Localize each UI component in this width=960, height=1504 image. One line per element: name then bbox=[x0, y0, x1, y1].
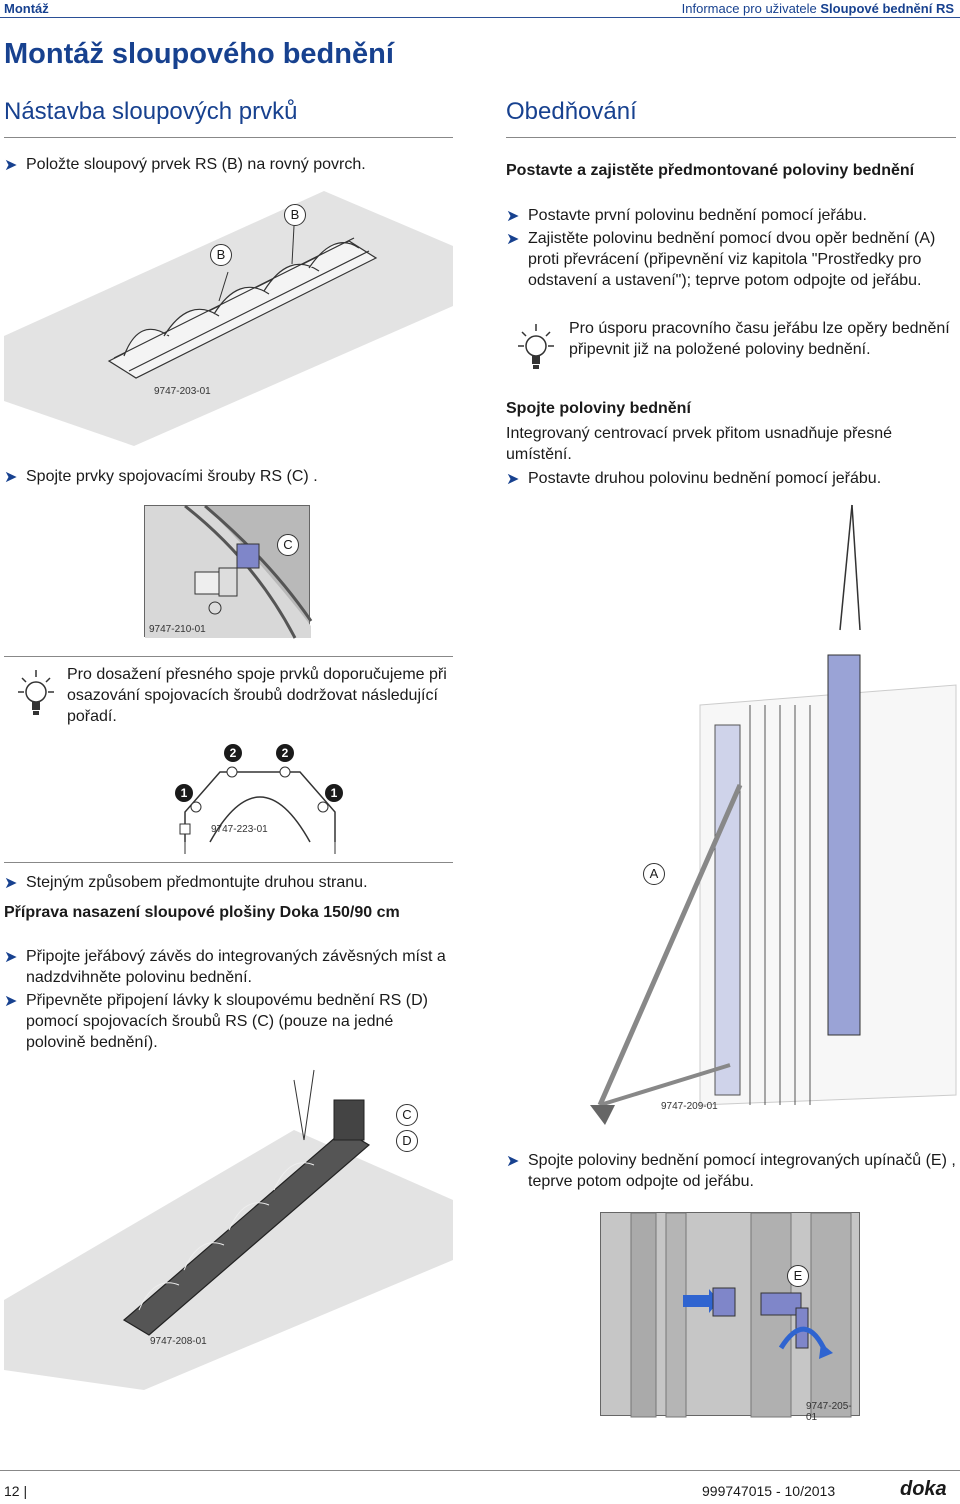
left-section-rule bbox=[4, 137, 453, 138]
right-section-title: Obedňování bbox=[506, 98, 637, 125]
right-step-2: ➤Zajistěte polovinu bednění pomocí dvou … bbox=[506, 230, 936, 289]
lifting-half-illustration bbox=[4, 1069, 453, 1390]
clamp-detail-illustration bbox=[630, 1212, 852, 1418]
order-badge-1-left: 1 bbox=[175, 784, 193, 802]
page-title: Montáž sloupového bednění bbox=[4, 38, 394, 70]
callout-c: C bbox=[277, 534, 299, 556]
order-badge-2-right: 2 bbox=[276, 744, 294, 762]
order-badge-2-left: 2 bbox=[224, 744, 242, 762]
right-step-1: ➤Postavte první polovinu bednění pomocí … bbox=[506, 207, 867, 225]
header-chapter: Montáž bbox=[4, 1, 49, 16]
right-tip-text: Pro úsporu pracovního času jeřábu lze op… bbox=[569, 320, 950, 358]
arrow-icon: ➤ bbox=[4, 993, 18, 1010]
right-subheading-2: Spojte poloviny bednění bbox=[506, 400, 691, 417]
figure-code: 9747-209-01 bbox=[661, 1101, 718, 1112]
callout-a: A bbox=[643, 863, 665, 885]
left-step-2: ➤Spojte prvky spojovacími šrouby RS (C) … bbox=[4, 468, 318, 486]
arrow-icon: ➤ bbox=[506, 231, 520, 248]
figure-code: 9747-210-01 bbox=[149, 624, 206, 635]
column-element-illustration bbox=[4, 191, 453, 446]
bolt-detail-illustration bbox=[145, 504, 313, 639]
page-number: 12 | bbox=[4, 1483, 28, 1499]
figure-bolt-order: 2 2 1 1 9747-223-01 bbox=[175, 742, 345, 857]
right-subheading-1: Postavte a zajistěte předmontované polov… bbox=[506, 162, 915, 179]
right-step-3: ➤Postavte druhou polovinu bednění pomocí… bbox=[506, 470, 882, 488]
right-step-4: ➤Spojte poloviny bednění pomocí integrov… bbox=[506, 1152, 956, 1190]
standing-formwork-illustration bbox=[590, 504, 957, 1125]
figure-clamp-detail: E 9747-205-01 bbox=[600, 1212, 860, 1423]
figure-code: 9747-208-01 bbox=[150, 1336, 207, 1347]
lightbulb-icon bbox=[12, 668, 60, 728]
left-tip-text: Pro dosažení přesného spoje prvků doporu… bbox=[67, 666, 447, 725]
arrow-icon: ➤ bbox=[4, 469, 18, 486]
left-step-5: ➤Připevněte připojení lávky k sloupovému… bbox=[4, 992, 428, 1051]
figure-column-element: B B 9747-203-01 bbox=[4, 186, 453, 446]
left-tip-rule-end bbox=[4, 862, 453, 863]
footer-rule bbox=[0, 1470, 960, 1471]
arrow-icon: ➤ bbox=[506, 208, 520, 225]
arrow-icon: ➤ bbox=[506, 1153, 520, 1170]
arrow-icon: ➤ bbox=[506, 471, 520, 488]
right-section-rule bbox=[506, 137, 956, 138]
callout-b-right: B bbox=[284, 204, 306, 226]
callout-e: E bbox=[787, 1265, 809, 1287]
figure-code: 9747-205-01 bbox=[806, 1401, 852, 1423]
arrow-icon: ➤ bbox=[4, 949, 18, 966]
figure-bolt-detail: C 9747-210-01 bbox=[144, 504, 313, 639]
left-step-4: ➤Připojte jeřábový závěs do integrovanýc… bbox=[4, 948, 446, 986]
right-paragraph: Integrovaný centrovací prvek přitom usna… bbox=[506, 425, 892, 463]
lightbulb-icon bbox=[512, 322, 560, 382]
figure-standing-formwork: A 9747-209-01 bbox=[570, 504, 957, 1130]
callout-d: D bbox=[396, 1130, 418, 1152]
order-badge-1-right: 1 bbox=[325, 784, 343, 802]
bolt-order-illustration bbox=[179, 766, 336, 854]
figure-lifting-half: C D 9747-208-01 bbox=[4, 1069, 453, 1390]
arrow-icon: ➤ bbox=[4, 875, 18, 892]
arrow-icon: ➤ bbox=[4, 157, 18, 174]
header-doc-title: Informace pro uživatele Sloupové bednění… bbox=[681, 1, 954, 16]
page-header: Montáž Informace pro uživatele Sloupové … bbox=[0, 0, 960, 18]
figure-code: 9747-223-01 bbox=[211, 824, 268, 835]
document-number: 999747015 - 10/2013 bbox=[702, 1483, 836, 1499]
left-step-3: ➤Stejným způsobem předmontujte druhou st… bbox=[4, 874, 368, 892]
figure-code: 9747-203-01 bbox=[154, 386, 211, 397]
left-section-title: Nástavba sloupových prvků bbox=[4, 98, 298, 125]
left-subheading: Příprava nasazení sloupové plošiny Doka … bbox=[4, 904, 400, 921]
left-step-1: ➤Položte sloupový prvek RS (B) na rovný … bbox=[4, 156, 366, 174]
callout-b-left: B bbox=[210, 244, 232, 266]
doka-logo: doka bbox=[900, 1478, 947, 1500]
left-tip-rule bbox=[4, 656, 453, 657]
callout-c: C bbox=[396, 1104, 418, 1126]
